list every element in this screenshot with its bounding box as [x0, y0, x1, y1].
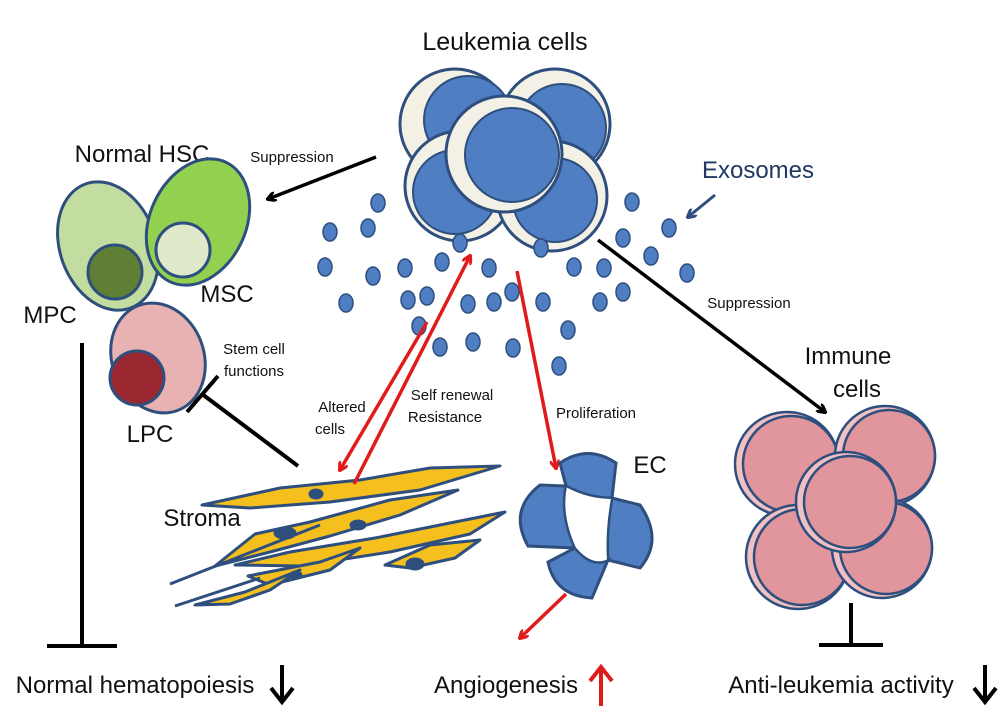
exosome-dot [432, 337, 448, 357]
stroma-cells [169, 464, 507, 608]
altered-cells-label-line1: Altered [318, 399, 366, 416]
leukemia-cell-cluster [398, 67, 612, 253]
anti-leukemia-inhibition-line [819, 603, 883, 647]
exosome-dot [624, 192, 640, 212]
exosome-dot [596, 258, 612, 278]
self-renewal-arrow [352, 256, 470, 485]
suppression-right-label: Suppression [707, 295, 790, 312]
ec-label: EC [633, 452, 666, 479]
exosome-dot [434, 252, 450, 272]
exosome-dot [592, 292, 608, 312]
proliferation-arrow [515, 270, 556, 468]
exosome-dot [566, 257, 582, 277]
leukemia-cell [444, 94, 564, 214]
suppression-left-arrow [268, 155, 377, 199]
msc-label: MSC [200, 281, 253, 308]
exosome-dot [615, 228, 631, 248]
exosome-dot [365, 266, 381, 286]
suppression-left-label: Suppression [250, 149, 333, 166]
angiogenesis-label: Angiogenesis [434, 672, 578, 699]
stroma-label: Stroma [163, 505, 241, 532]
leukemia-cells-label: Leukemia cells [422, 28, 587, 56]
exosome-dot [370, 193, 386, 213]
exosome-dot [486, 292, 502, 312]
mpc-label: MPC [23, 302, 76, 329]
exosome-dot [419, 286, 435, 306]
exosome-dot [338, 293, 354, 313]
exosome-dot [397, 258, 413, 278]
lpc-label: LPC [127, 421, 174, 448]
hematopoiesis-inhibition-line [47, 343, 117, 648]
msc-cell [144, 157, 252, 287]
lpc-cell [108, 301, 207, 415]
stem-cell-inhibition-line [185, 374, 300, 468]
resistance-label: Resistance [408, 409, 482, 426]
exosome-dot [505, 338, 521, 358]
exosome-dot [460, 294, 476, 314]
exosome-dot [533, 238, 549, 258]
exosome-dot [360, 218, 376, 238]
exosome-dot [452, 233, 468, 253]
exosome-dot [535, 292, 551, 312]
altered-cells-arrow [340, 321, 429, 470]
exosomes-label: Exosomes [702, 157, 814, 184]
stem-cell-label-line1: Stem cell [223, 341, 285, 358]
angiogenesis-arrow [520, 592, 568, 638]
exosomes-pointer-arrow [688, 193, 716, 217]
exosome-dot [679, 263, 695, 283]
proliferation-label: Proliferation [556, 405, 636, 422]
altered-cells-label-line2: cells [315, 421, 345, 438]
exosome-dot [643, 246, 659, 266]
up-arrow-icon [588, 663, 614, 706]
immune-label-line1: Immune [805, 343, 892, 370]
self-renewal-label: Self renewal [411, 387, 494, 404]
exosome-dot [317, 257, 333, 277]
exosome-dot [504, 282, 520, 302]
exosome-dot [481, 258, 497, 278]
exosome-dot [465, 332, 481, 352]
normal-hematopoiesis-label: Normal hematopoiesis [16, 672, 255, 699]
exosome-dot [661, 218, 677, 238]
down-arrow-icon [269, 665, 295, 706]
immune-label-line2: cells [833, 376, 881, 403]
anti-leukemia-activity-label: Anti-leukemia activity [728, 672, 953, 699]
exosome-dot [322, 222, 338, 242]
exosome-dot [560, 320, 576, 340]
down-arrow-icon [972, 665, 998, 706]
mpc-cell [56, 180, 160, 312]
exosome-dot [400, 290, 416, 310]
immune-cell [794, 450, 898, 554]
immune-cell-cluster [733, 404, 937, 611]
normal-hsc-label: Normal HSC [75, 141, 210, 168]
exosome-dot [615, 282, 631, 302]
endothelial-cell-ring [518, 452, 654, 600]
suppression-right-arrow [596, 238, 825, 412]
exosome-dot [551, 356, 567, 376]
stem-cell-label-line2: functions [224, 363, 284, 380]
